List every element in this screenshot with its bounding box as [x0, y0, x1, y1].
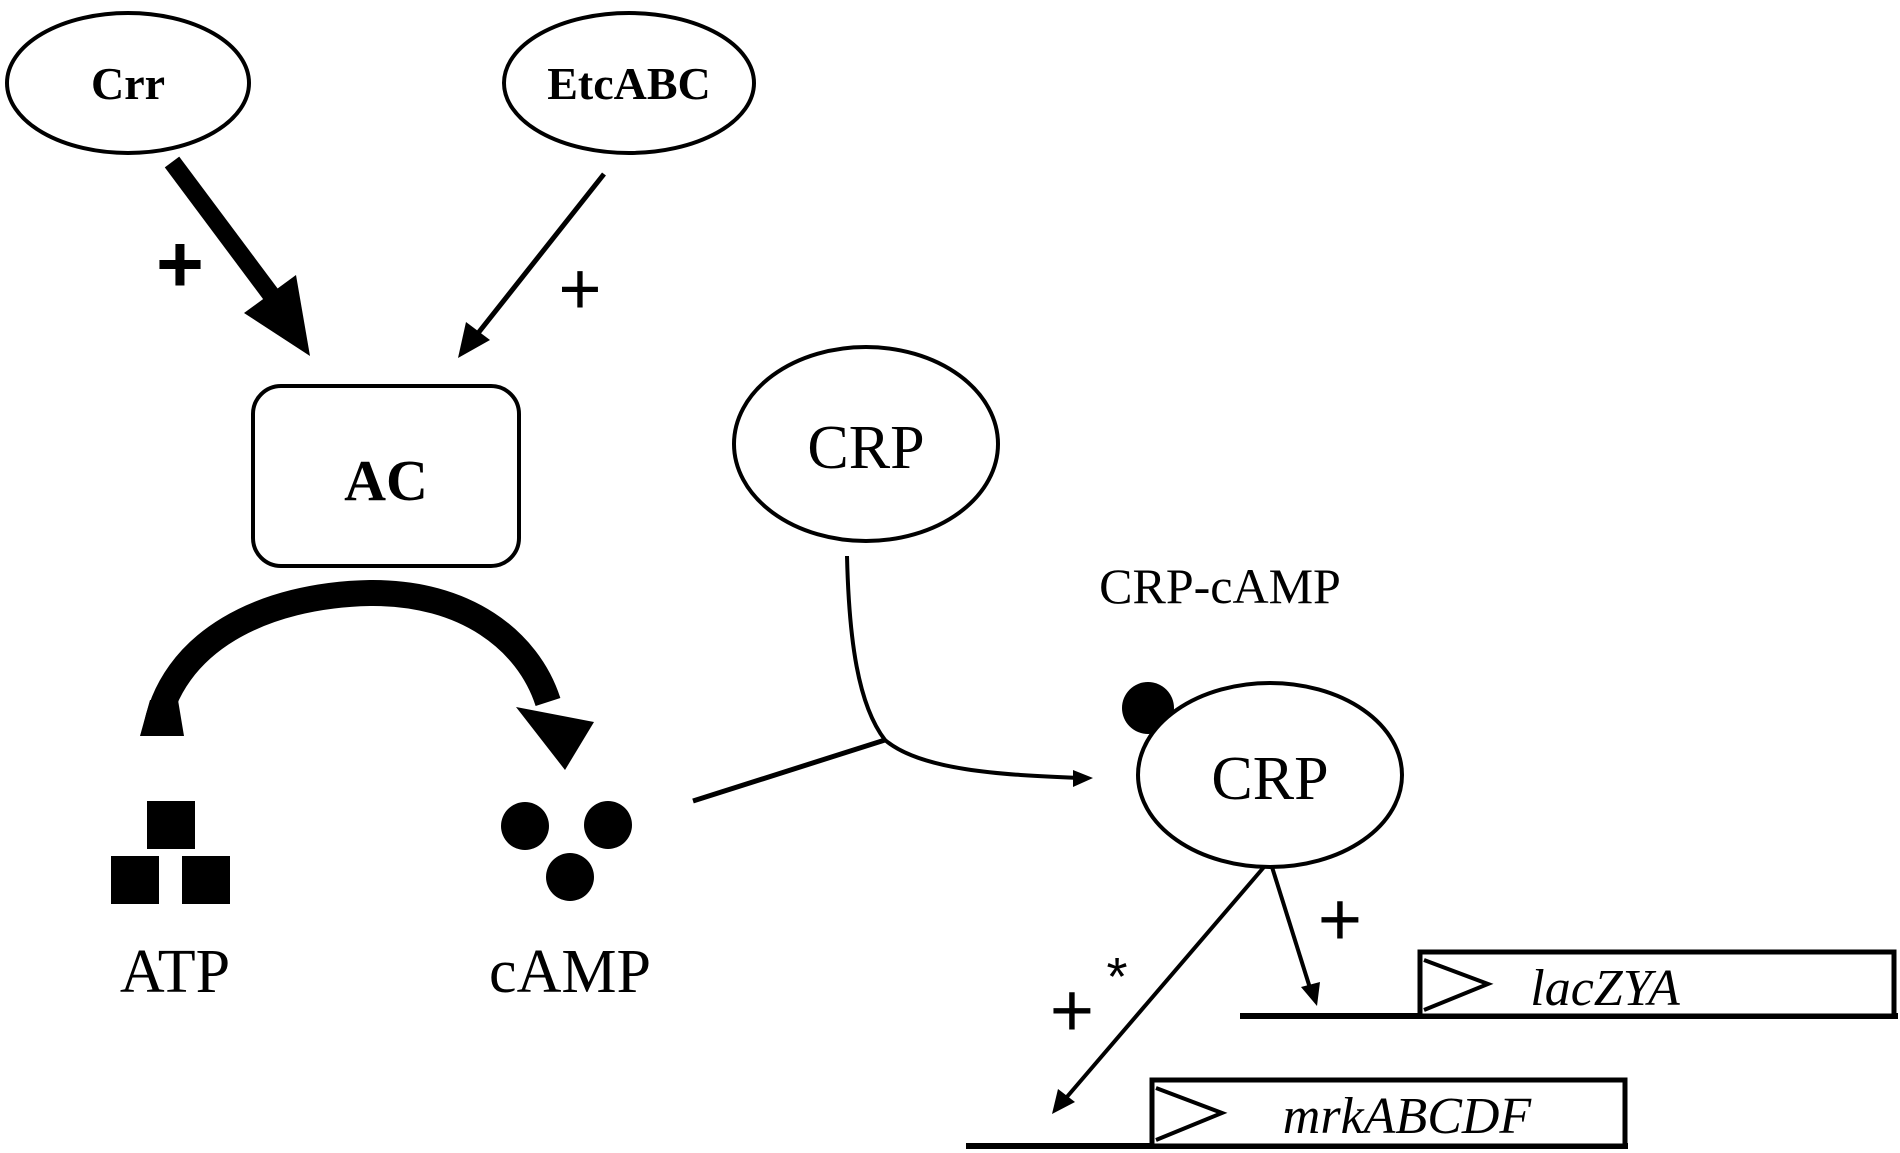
complex-to-lac-arrow	[1270, 866, 1320, 1006]
etcabc-node: EtcABC	[502, 11, 756, 155]
etcabc-label: EtcABC	[547, 58, 711, 109]
crp-complex-label: CRP	[1211, 745, 1328, 813]
mrk-gene-label: mrkABCDF	[1283, 1088, 1533, 1145]
crp-node: CRP	[732, 345, 1000, 543]
mrk-star-sign: *	[1106, 947, 1127, 1007]
lac-gene: lacZYA	[1240, 949, 1898, 1019]
mrk-promoter-icon	[1155, 1086, 1228, 1142]
atp-squares-icon	[111, 801, 230, 904]
mrk-plus-sign: +	[1050, 968, 1094, 1053]
crp-to-complex-arrow	[845, 555, 1093, 787]
camp-label: cAMP	[489, 938, 651, 1006]
lac-gene-label: lacZYA	[1530, 960, 1680, 1017]
crp-camp-title: CRP-cAMP	[1099, 558, 1341, 614]
complex-to-mrk-arrow	[1052, 865, 1266, 1114]
atp-label: ATP	[120, 938, 230, 1006]
lac-promoter-icon	[1423, 958, 1494, 1012]
crr-node: Crr	[5, 11, 251, 155]
ac-node: AC	[251, 384, 521, 568]
crp-camp-complex-node: CRP	[1122, 681, 1404, 869]
lac-plus-sign: +	[1318, 877, 1362, 962]
atp-to-camp-curved-arrow	[140, 579, 594, 770]
crr-label: Crr	[91, 58, 165, 109]
camp-circles-icon	[501, 801, 632, 901]
ac-label: AC	[344, 448, 428, 513]
mrk-gene: mrkABCDF	[966, 1077, 1628, 1149]
crr-to-ac-arrow	[164, 156, 310, 356]
camp-binding-line	[692, 737, 886, 804]
etcabc-to-ac-arrow	[458, 172, 606, 358]
etcabc-plus-sign: +	[558, 247, 601, 330]
crp-label: CRP	[807, 414, 924, 482]
crr-plus-sign: +	[156, 219, 204, 310]
